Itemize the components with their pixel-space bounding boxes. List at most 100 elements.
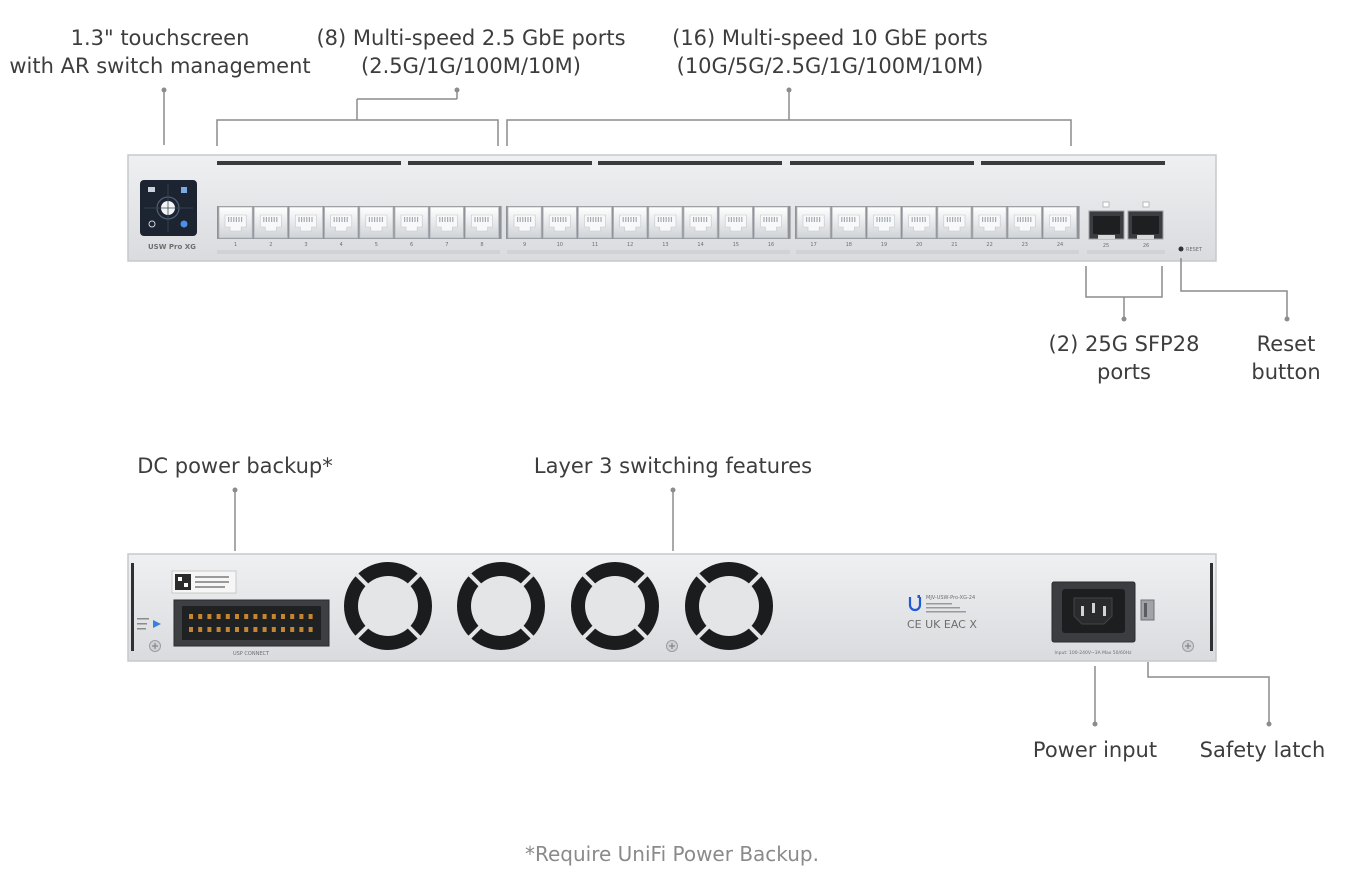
- certification-marks: CE UK EAC X: [907, 618, 977, 631]
- rj45-port-2[interactable]: [253, 206, 288, 239]
- reset-callout: Reset button: [1236, 330, 1336, 386]
- qr-label-sticker: [171, 570, 237, 594]
- rj45-port-19[interactable]: [867, 206, 902, 239]
- ui-logo-icon: [908, 595, 922, 612]
- footnote: *Require UniFi Power Backup.: [524, 842, 819, 866]
- port-number-22: 22: [986, 242, 992, 248]
- connector-pin: [189, 614, 193, 619]
- port-number-14: 14: [697, 242, 703, 248]
- usp-indicator-icon: [153, 620, 161, 628]
- connector-pin: [198, 614, 203, 619]
- touchscreen-display[interactable]: [140, 180, 197, 236]
- port-number-24: 24: [1057, 242, 1063, 248]
- reset-button[interactable]: [1178, 246, 1184, 252]
- ac-power-inlet[interactable]: [1051, 581, 1136, 643]
- connector-pin: [262, 627, 267, 632]
- ports-10g-line1: (16) Multi-speed 10 GbE ports: [672, 26, 988, 50]
- rj45-port-13[interactable]: [648, 206, 683, 239]
- fan-vent-4: [685, 562, 773, 650]
- port-number-20: 20: [916, 242, 922, 248]
- usp-connect-label: USP CONNECT: [233, 651, 270, 657]
- connector-pin: [262, 614, 267, 619]
- rj45-port-14[interactable]: [683, 206, 718, 239]
- power-input-callout: Power input: [1015, 736, 1175, 764]
- connector-pin: [216, 614, 221, 619]
- safety-latch-callout: Safety latch: [1185, 736, 1340, 764]
- connector-pin: [253, 627, 258, 632]
- connector-pin: [271, 614, 276, 619]
- sfp28-cage-26[interactable]: [1127, 201, 1164, 240]
- rj45-port-20[interactable]: [902, 206, 937, 239]
- rj45-port-12[interactable]: [613, 206, 648, 239]
- callout-dots: [161, 87, 1290, 727]
- dc-power-callout: DC power backup*: [120, 452, 350, 480]
- safety-latch[interactable]: [1140, 599, 1155, 621]
- connector-pin: [281, 627, 285, 632]
- layer3-line1: Layer 3 switching features: [533, 454, 813, 478]
- screw-icon: [1182, 640, 1194, 652]
- connector-pin: [244, 627, 249, 632]
- connector-pin: [189, 627, 193, 632]
- sfp-number-25: 25: [1103, 243, 1109, 249]
- rj45-port-10[interactable]: [542, 206, 577, 239]
- sfp28-line1: (2) 25G SFP28: [1048, 332, 1200, 356]
- layer3-callout: Layer 3 switching features: [518, 452, 828, 480]
- rj45-port-9[interactable]: [507, 206, 542, 239]
- power-input-line1: Power input: [1032, 738, 1158, 762]
- connector-pin: [308, 627, 313, 632]
- port-number-9: 9: [523, 242, 526, 248]
- rj45-port-16[interactable]: [754, 206, 789, 239]
- touchscreen-callout: 1.3" touchscreen with AR switch manageme…: [4, 24, 316, 80]
- connector-pin: [225, 627, 230, 632]
- rj45-port-4[interactable]: [324, 206, 359, 239]
- screw-icon: [666, 640, 678, 652]
- rj45-port-24[interactable]: [1043, 206, 1078, 239]
- connector-pin: [244, 614, 249, 619]
- rear-model-label: MJV-USW-Pro-XG-24: [926, 595, 975, 601]
- rj45-port-21[interactable]: [937, 206, 972, 239]
- port-number-12: 12: [627, 242, 633, 248]
- rj45-port-22[interactable]: [972, 206, 1007, 239]
- rj45-port-array: [217, 206, 1080, 239]
- rj45-port-15[interactable]: [718, 206, 753, 239]
- connector-pin: [281, 614, 285, 619]
- rj45-port-6[interactable]: [394, 206, 429, 239]
- connector-pin: [225, 614, 230, 619]
- port-number-16: 16: [768, 242, 774, 248]
- rj45-port-7[interactable]: [429, 206, 464, 239]
- touchscreen-line1: 1.3" touchscreen: [70, 26, 250, 50]
- screw-icon: [149, 640, 161, 652]
- port-number-8: 8: [480, 242, 483, 248]
- port-number-19: 19: [881, 242, 887, 248]
- port-number-21: 21: [951, 242, 957, 248]
- connector-pin: [299, 627, 304, 632]
- port-number-23: 23: [1022, 242, 1028, 248]
- connector-pin: [290, 614, 295, 619]
- rj45-port-17[interactable]: [796, 206, 831, 239]
- port-number-10: 10: [557, 242, 563, 248]
- connector-pin: [235, 614, 239, 619]
- sfp28-callout: (2) 25G SFP28 ports: [1034, 330, 1214, 386]
- rj45-port-18[interactable]: [831, 206, 866, 239]
- rj45-port-11[interactable]: [578, 206, 613, 239]
- connector-pin: [216, 627, 221, 632]
- rj45-port-3[interactable]: [288, 206, 323, 239]
- rj45-port-23[interactable]: [1007, 206, 1042, 239]
- connector-pin: [308, 614, 313, 619]
- power-rating-label: Input: 100-240V~3A Max 50/60Hz: [1054, 650, 1132, 656]
- rj45-port-1[interactable]: [218, 206, 253, 239]
- rj45-port-5[interactable]: [359, 206, 394, 239]
- connector-pin: [235, 627, 239, 632]
- sfp28-cage-25[interactable]: [1088, 201, 1125, 240]
- sfp28-line2: ports: [1097, 360, 1151, 384]
- rj45-port-8[interactable]: [464, 206, 499, 239]
- usp-dc-connector[interactable]: [173, 599, 330, 647]
- dc-power-line1: DC power backup*: [137, 454, 333, 478]
- fan-vent-1: [344, 562, 432, 650]
- ports-25g-callout: (8) Multi-speed 2.5 GbE ports (2.5G/1G/1…: [310, 24, 632, 80]
- connector-pin: [299, 614, 304, 619]
- fan-array: [344, 562, 773, 650]
- port-number-4: 4: [340, 242, 343, 248]
